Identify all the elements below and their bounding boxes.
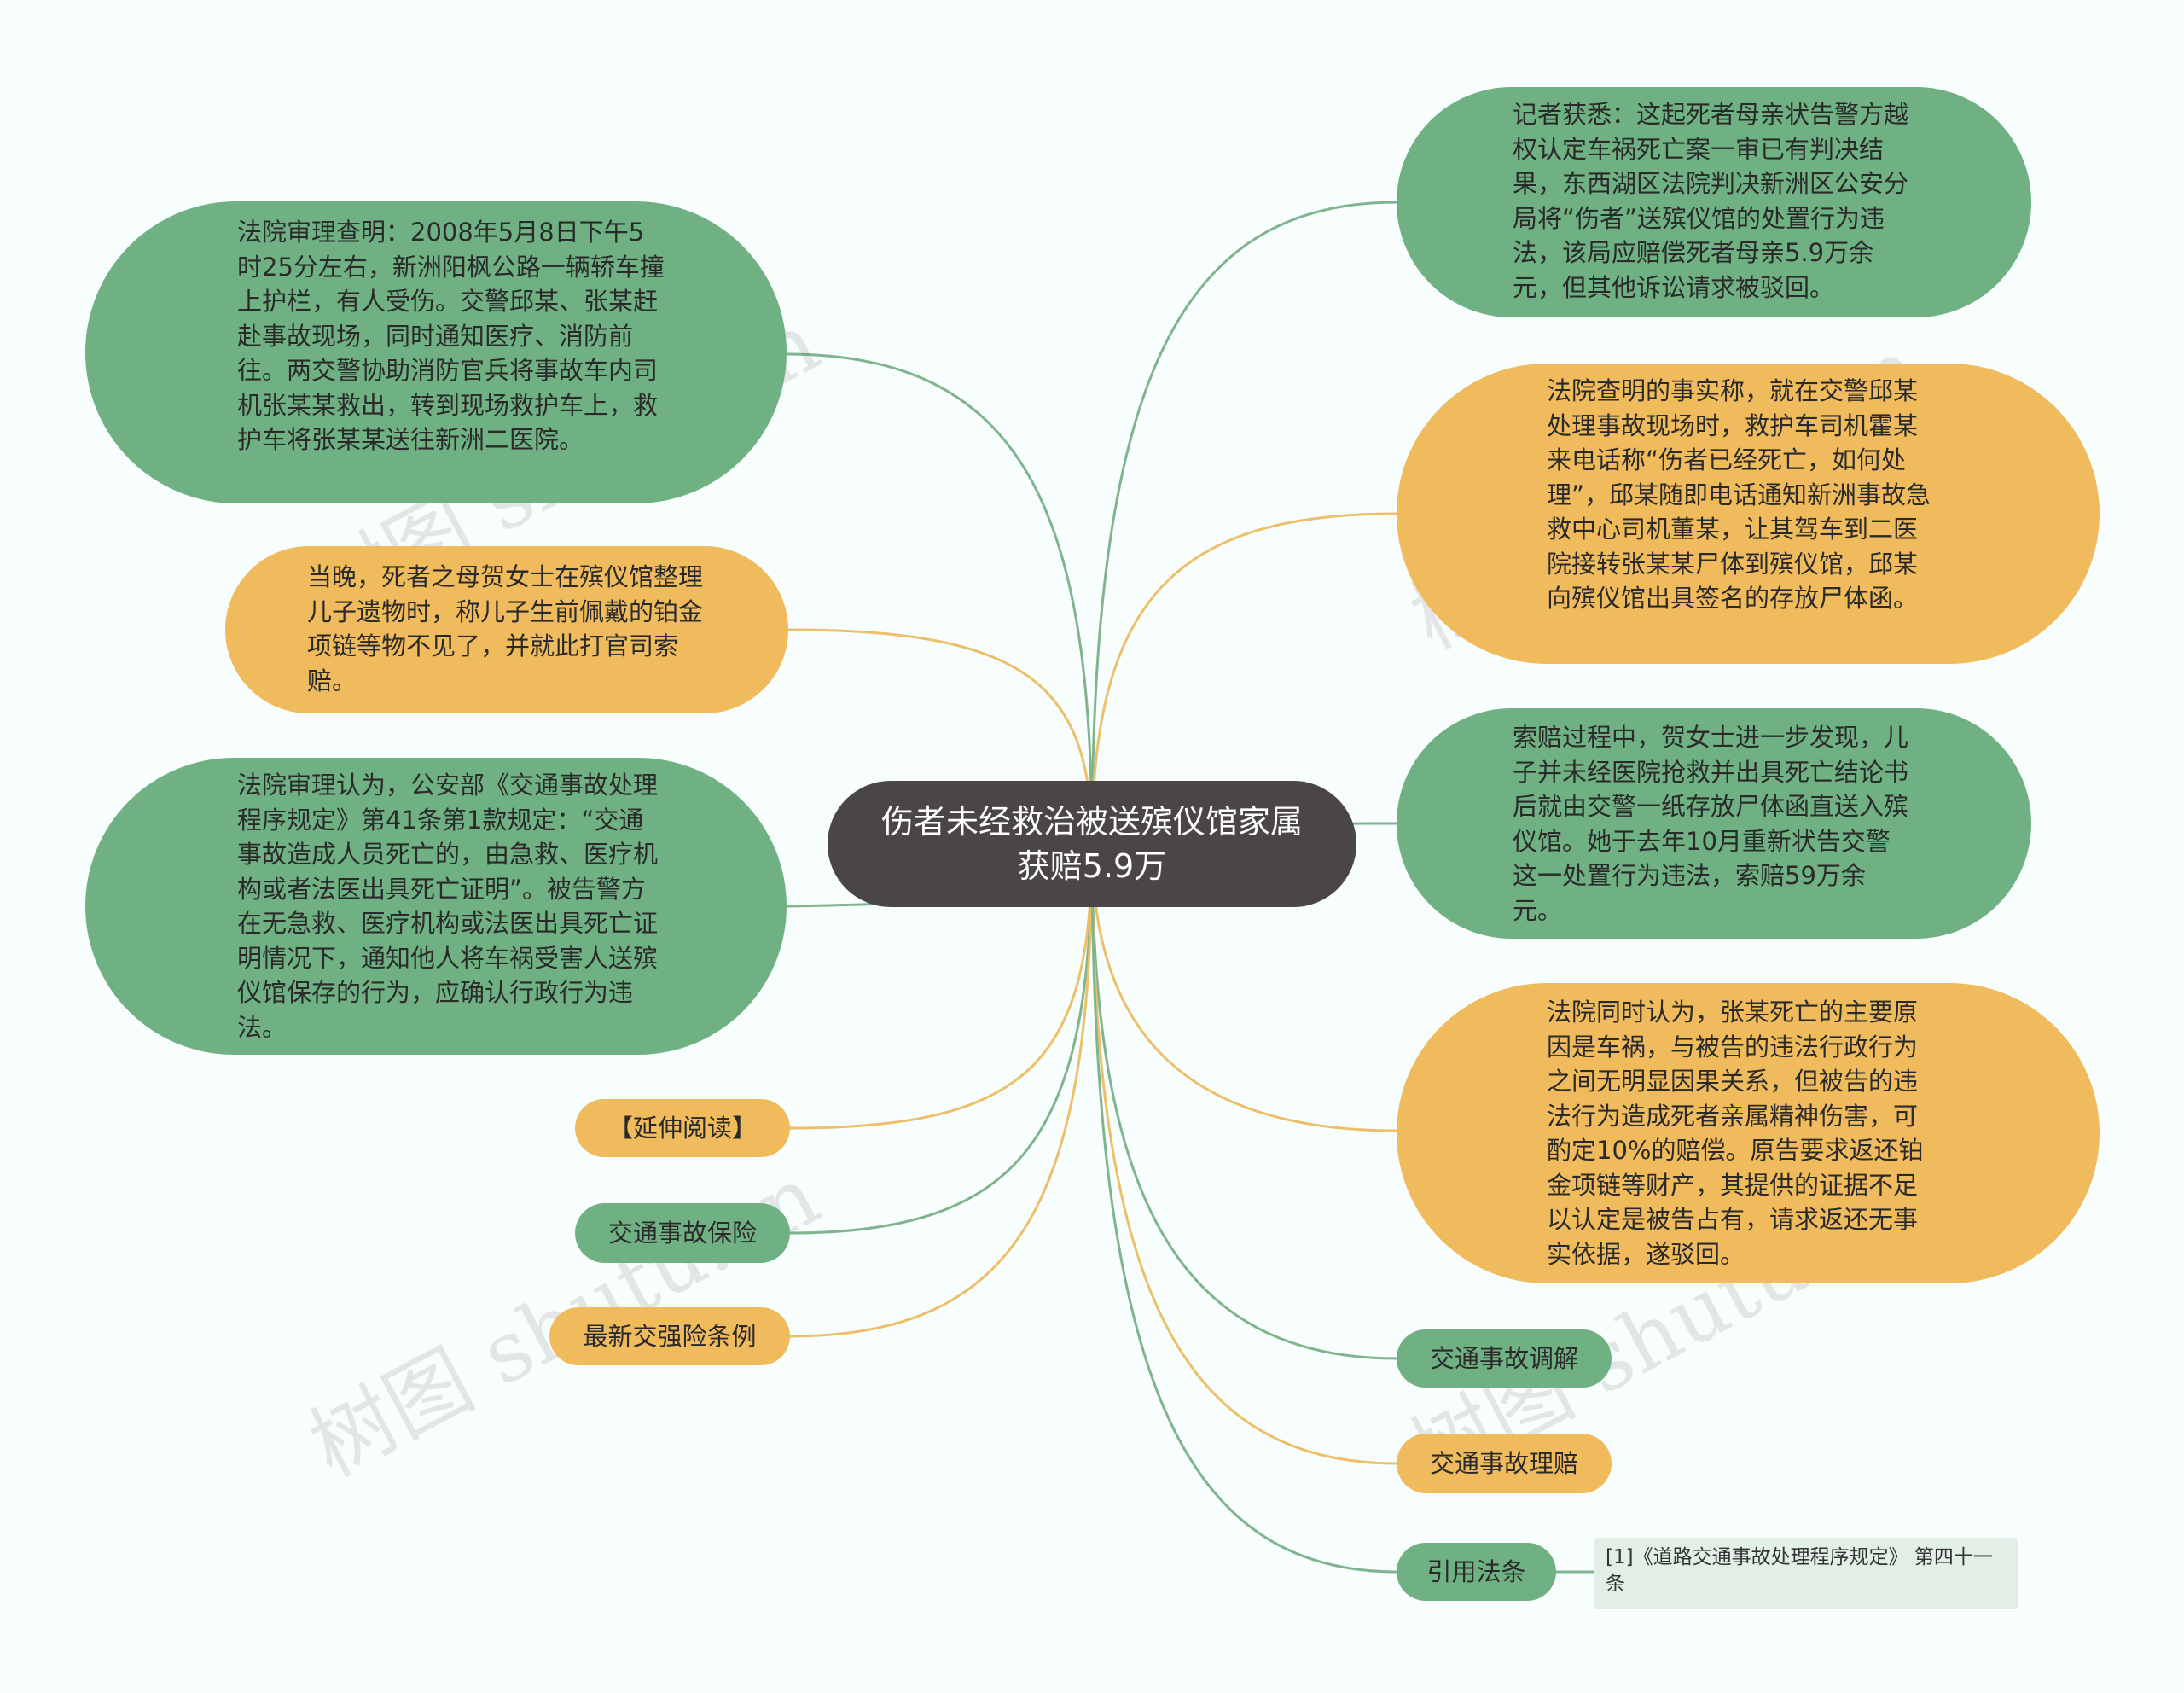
connector-left-5 bbox=[789, 844, 1094, 1235]
connector-right-6 bbox=[1090, 844, 1397, 1465]
left-node-3-text: 法院审理认为，公安部《交通事故处理程序规定》第41条第1款规定：“交通事故造成人… bbox=[237, 771, 659, 1042]
connector-left-1 bbox=[786, 352, 1094, 846]
reference-text: [1]《道路交通事故处理程序规定》 第四十一条 bbox=[1606, 1546, 1993, 1595]
right-node-cited-law[interactable]: 引用法条 bbox=[1397, 1543, 1556, 1601]
right-node-5-text: 交通事故调解 bbox=[1429, 1343, 1578, 1373]
connector-right-5 bbox=[1090, 844, 1397, 1360]
right-node-6-text: 交通事故理赔 bbox=[1429, 1448, 1578, 1478]
right-node-2[interactable]: 法院查明的事实称，就在交警邱某处理事故现场时，救护车司机霍某来电话称“伤者已经死… bbox=[1397, 364, 2100, 664]
right-node-1-text: 记者获悉：这起死者母亲状告警方越权认定车祸死亡案一审已有判决结果，东西湖区法院判… bbox=[1513, 100, 1909, 302]
left-node-5-text: 交通事故保险 bbox=[607, 1218, 757, 1248]
connector-right-7 bbox=[1090, 844, 1397, 1574]
left-node-compulsory-insurance[interactable]: 最新交强险条例 bbox=[549, 1307, 790, 1365]
left-node-6-text: 最新交强险条例 bbox=[583, 1321, 757, 1351]
right-node-2-text: 法院查明的事实称，就在交警邱某处理事故现场时，救护车司机霍某来电话称“伤者已经死… bbox=[1547, 376, 1931, 613]
connector-left-4 bbox=[789, 844, 1094, 1130]
connector-right-2 bbox=[1090, 512, 1397, 846]
left-node-2[interactable]: 当晚，死者之母贺女士在殡仪馆整理儿子遗物时，称儿子生前佩戴的铂金项链等物不见了，… bbox=[225, 546, 788, 713]
left-node-2-text: 当晚，死者之母贺女士在殡仪馆整理儿子遗物时，称儿子生前佩戴的铂金项链等物不见了，… bbox=[307, 562, 704, 695]
left-node-accident-insurance[interactable]: 交通事故保险 bbox=[575, 1203, 790, 1263]
right-node-3[interactable]: 索赔过程中，贺女士进一步发现，儿子并未经医院抢救并出具死亡结论书后就由交警一纸存… bbox=[1397, 708, 2031, 939]
central-topic[interactable]: 伤者未经救治被送殡仪馆家属获赔5.9万 bbox=[828, 781, 1356, 907]
reference-note: [1]《道路交通事故处理程序规定》 第四十一条 bbox=[1594, 1538, 2018, 1609]
left-node-1-text: 法院审理查明：2008年5月8日下午5时25分左右，新洲阳枫公路一辆轿车撞上护栏… bbox=[237, 218, 665, 454]
right-node-7-text: 引用法条 bbox=[1426, 1556, 1526, 1586]
right-node-accident-mediation[interactable]: 交通事故调解 bbox=[1397, 1329, 1612, 1388]
left-node-4-text: 【延伸阅读】 bbox=[607, 1113, 757, 1143]
connector-left-6 bbox=[789, 844, 1094, 1338]
left-node-extended-reading[interactable]: 【延伸阅读】 bbox=[575, 1099, 790, 1157]
right-node-1[interactable]: 记者获悉：这起死者母亲状告警方越权认定车祸死亡案一审已有判决结果，东西湖区法院判… bbox=[1397, 87, 2031, 317]
connector-right-4 bbox=[1090, 844, 1397, 1132]
right-node-accident-claims[interactable]: 交通事故理赔 bbox=[1397, 1434, 1612, 1493]
right-node-4-text: 法院同时认为，张某死亡的主要原因是车祸，与被告的违法行政行为之间无明显因果关系，… bbox=[1547, 998, 1924, 1269]
right-node-3-text: 索赔过程中，贺女士进一步发现，儿子并未经医院抢救并出具死亡结论书后就由交警一纸存… bbox=[1513, 723, 1909, 925]
left-node-3[interactable]: 法院审理认为，公安部《交通事故处理程序规定》第41条第1款规定：“交通事故造成人… bbox=[85, 758, 787, 1055]
connector-right-1 bbox=[1090, 201, 1397, 846]
right-node-4[interactable]: 法院同时认为，张某死亡的主要原因是车祸，与被告的违法行政行为之间无明显因果关系，… bbox=[1397, 983, 2100, 1283]
left-node-1[interactable]: 法院审理查明：2008年5月8日下午5时25分左右，新洲阳枫公路一辆轿车撞上护栏… bbox=[85, 201, 787, 503]
